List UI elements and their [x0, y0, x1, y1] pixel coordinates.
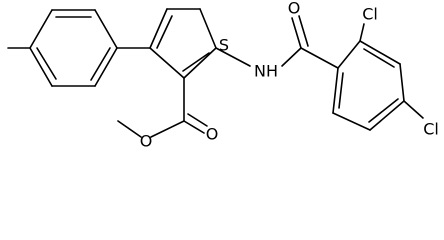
bond-thiophene-nh	[215, 47, 251, 67]
bond-amide-c-o-double	[291, 17, 302, 49]
amide-nitrogen-label: NH	[254, 62, 278, 81]
bond-dichlorophenyl-ring	[359, 40, 401, 65]
bond-ester-o-methyl	[117, 120, 142, 138]
ester-carbonyl-oxygen-label: O	[206, 125, 219, 144]
bond-tolyl-ring	[94, 9, 118, 49]
bond-dichlorophenyl-ring-inner	[368, 98, 399, 123]
bonds	[7, 8, 424, 138]
chlorine-para-label: Cl	[423, 120, 439, 139]
bond-thiophene	[183, 47, 217, 79]
bond-ester-c-o-double	[183, 120, 205, 134]
sulfur-atom-label: S	[219, 36, 229, 55]
bond-tolyl-ring	[29, 47, 53, 87]
bond-tolyl-ring-inner	[90, 47, 111, 81]
bond-tolyl-ring	[94, 47, 118, 87]
bond-thiophene	[199, 8, 217, 49]
bond-nh-carbonyl	[281, 47, 302, 67]
bond-thiophene-inner	[156, 15, 173, 49]
bond-thiophene-inner	[182, 52, 210, 72]
bond-c-cl-ortho	[359, 23, 365, 42]
bond-ester-c-o-double	[187, 113, 208, 127]
bond-ester-c-o-single	[150, 120, 185, 138]
bond-dichlorophenyl-ring	[337, 40, 361, 69]
ester-oxygen-label: O	[140, 132, 153, 151]
bond-dichlorophenyl-ring	[369, 100, 405, 131]
bond-c-cl-para	[403, 100, 424, 119]
bond-dichlorophenyl-ring	[399, 63, 405, 102]
bond-dichlorophenyl-ring-inner	[338, 72, 344, 109]
bond-carbonyl-aryl	[300, 47, 339, 69]
bond-dichlorophenyl-ring	[332, 112, 371, 131]
bond-amide-c-o-double	[298, 15, 309, 47]
bond-thiophene	[149, 8, 168, 49]
chlorine-ortho-label: Cl	[362, 5, 378, 24]
bond-tolyl-ring	[29, 9, 53, 49]
bond-thiophene	[149, 47, 185, 79]
atom-labels: S NH O O O Cl Cl	[140, 0, 439, 151]
bond-tolyl-ring-inner	[36, 47, 57, 80]
amide-carbonyl-oxygen-label: O	[288, 0, 301, 18]
chemical-structure-diagram: S NH O O O Cl Cl	[7, 0, 439, 151]
bond-dichlorophenyl-ring-inner	[363, 48, 395, 68]
bond-dichlorophenyl-ring	[332, 67, 339, 114]
